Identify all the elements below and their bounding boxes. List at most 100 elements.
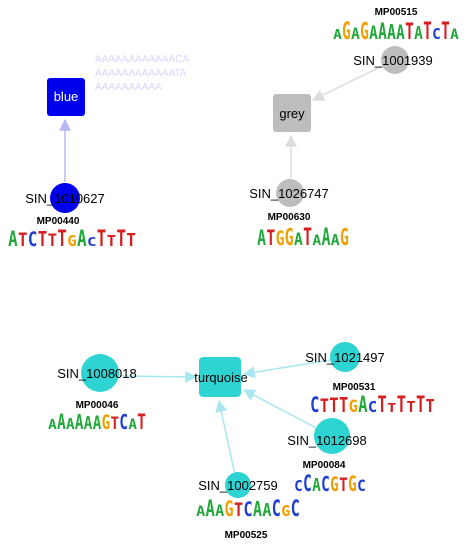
gene-node-sin-1012698[interactable] xyxy=(314,418,350,454)
logo-letter: A xyxy=(414,23,423,44)
logo-letter: T xyxy=(339,394,348,418)
logo-letter: T xyxy=(266,226,275,250)
logo-letter: C xyxy=(243,499,252,521)
logo-letter: A xyxy=(378,20,387,45)
logo-letter: A xyxy=(396,22,405,45)
logo-letter: G xyxy=(281,502,290,520)
module-label-grey: grey xyxy=(279,106,305,121)
motif-id-mp00515: MP00515 xyxy=(375,7,418,18)
module-node-turquoise[interactable] xyxy=(199,357,241,397)
logo-letter: T xyxy=(38,228,47,252)
gene-node-sin-1021497[interactable] xyxy=(330,342,360,372)
logo-letter: A xyxy=(84,413,93,434)
gene-label-sin-1002759: SIN_1002759 xyxy=(198,478,278,493)
edge-sin-1008018-turquoise xyxy=(119,370,198,383)
logo-letter: A xyxy=(387,20,396,44)
logo-letter: T xyxy=(97,225,106,252)
logo-letter: C xyxy=(294,478,303,495)
gene-label-sin-1012698: SIN_1012698 xyxy=(287,433,367,448)
logo-letter: G xyxy=(342,17,351,45)
logo-letter: A xyxy=(75,412,84,435)
logo-letter: A xyxy=(77,225,87,252)
logo-letter: G xyxy=(225,498,234,522)
logo-letter: T xyxy=(303,223,312,251)
module-node-grey[interactable] xyxy=(273,94,311,132)
edge-sin-1001939-grey xyxy=(311,64,385,101)
logo-letter: C xyxy=(432,26,441,43)
logo-letter: T xyxy=(397,391,406,418)
logo-letter: G xyxy=(67,232,76,249)
logo-letter: T xyxy=(234,500,243,522)
logo-letter: C xyxy=(119,412,128,435)
logo-letter: A xyxy=(257,226,266,250)
gene-label-sin-1008018: SIN_1008018 xyxy=(57,366,137,381)
module-node-blue[interactable] xyxy=(47,78,85,116)
motif-id-mp00440: MP00440 xyxy=(37,216,80,227)
faint-text-line-3: AAAAAAAAAA xyxy=(95,82,162,93)
motif-id-mp00525: MP00525 xyxy=(225,530,268,541)
logo-letter: G xyxy=(348,472,357,497)
logo-letter: T xyxy=(18,230,27,252)
logo-letter: A xyxy=(450,27,459,43)
logo-letter: A xyxy=(66,416,75,434)
logo-letter: A xyxy=(253,498,262,522)
logo-letter: G xyxy=(102,411,111,434)
logo-letter: A xyxy=(206,496,216,522)
logo-letter: T xyxy=(57,225,66,251)
logo-letter: A xyxy=(331,231,340,249)
logo-letter: C xyxy=(28,230,37,252)
logo-letter: C xyxy=(357,476,366,495)
logo-letter: A xyxy=(312,475,321,496)
gene-label-sin-1026747: SIN_1026747 xyxy=(249,186,329,201)
gene-node-sin-1008018[interactable] xyxy=(81,354,119,392)
logo-letter: T xyxy=(320,396,329,418)
logo-letter: T xyxy=(126,229,135,250)
logo-letter: A xyxy=(57,410,66,435)
module-label-turquoise: turquoise xyxy=(194,370,247,385)
faint-text-line-2: AAAAAAAAAAAATA xyxy=(95,68,187,79)
logo-letter: A xyxy=(48,418,57,433)
logo-letter: G xyxy=(360,17,369,45)
logo-letter: T xyxy=(339,474,348,495)
gene-label-sin-1021497: SIN_1021497 xyxy=(305,350,385,365)
logo-letter: T xyxy=(329,395,338,417)
logo-letter: T xyxy=(387,401,396,415)
logo-letter: T xyxy=(111,414,120,433)
gene-node-sin-1010627[interactable] xyxy=(50,183,80,213)
logo-letter: T xyxy=(416,392,425,417)
edge-sin-1012698-turquoise xyxy=(242,389,325,433)
logo-letter: A xyxy=(8,228,17,252)
logo-letter: C xyxy=(368,398,377,416)
logo-letter: T xyxy=(48,230,58,250)
logo-letter: C xyxy=(272,497,281,521)
logo-letter: A xyxy=(312,233,321,249)
edge-sin-1002759-turquoise xyxy=(215,399,236,476)
logo-letter: C xyxy=(87,235,96,249)
gene-label-sin-1010627: SIN_1010627 xyxy=(25,191,105,206)
logo-letter: A xyxy=(369,22,378,43)
gene-node-sin-1002759[interactable] xyxy=(225,472,251,498)
logo-letter: T xyxy=(423,17,432,45)
logo-letter: T xyxy=(116,227,125,252)
logo-letter: A xyxy=(358,392,368,417)
gene-node-sin-1026747[interactable] xyxy=(276,179,304,207)
gene-node-sin-1001939[interactable] xyxy=(381,46,409,74)
motif-id-mp00531: MP00531 xyxy=(333,382,376,393)
logo-letter: C xyxy=(291,495,300,522)
motif-id-mp00084: MP00084 xyxy=(303,460,346,471)
logo-letter: G xyxy=(276,228,285,251)
module-label-blue: blue xyxy=(54,89,79,104)
logo-letter: T xyxy=(406,398,415,416)
logo-letter: A xyxy=(351,24,360,43)
edge-sin-1021497-turquoise xyxy=(242,359,331,379)
logo-letter: T xyxy=(441,17,450,45)
logo-letter: G xyxy=(285,224,294,251)
gene-label-sin-1001939: SIN_1001939 xyxy=(353,53,433,68)
logo-letter: G xyxy=(349,396,358,416)
